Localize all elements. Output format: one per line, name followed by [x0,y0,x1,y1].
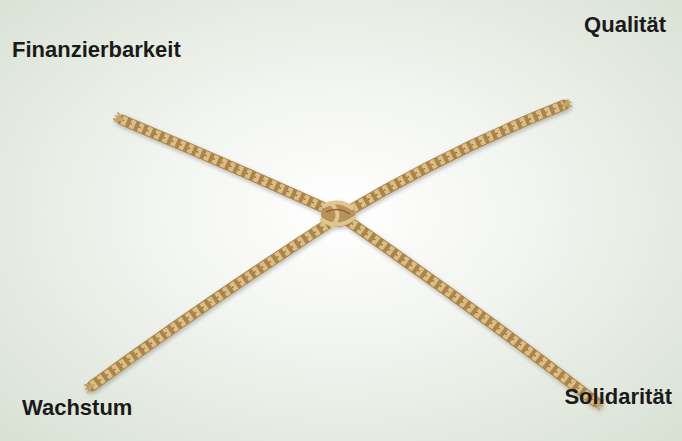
corner-label: Qualität [584,12,666,38]
corner-label: Finanzierbarkeit [12,37,181,63]
corner-label: Solidarität [564,384,672,410]
rope [85,100,603,409]
corner-label: Wachstum [22,395,132,421]
